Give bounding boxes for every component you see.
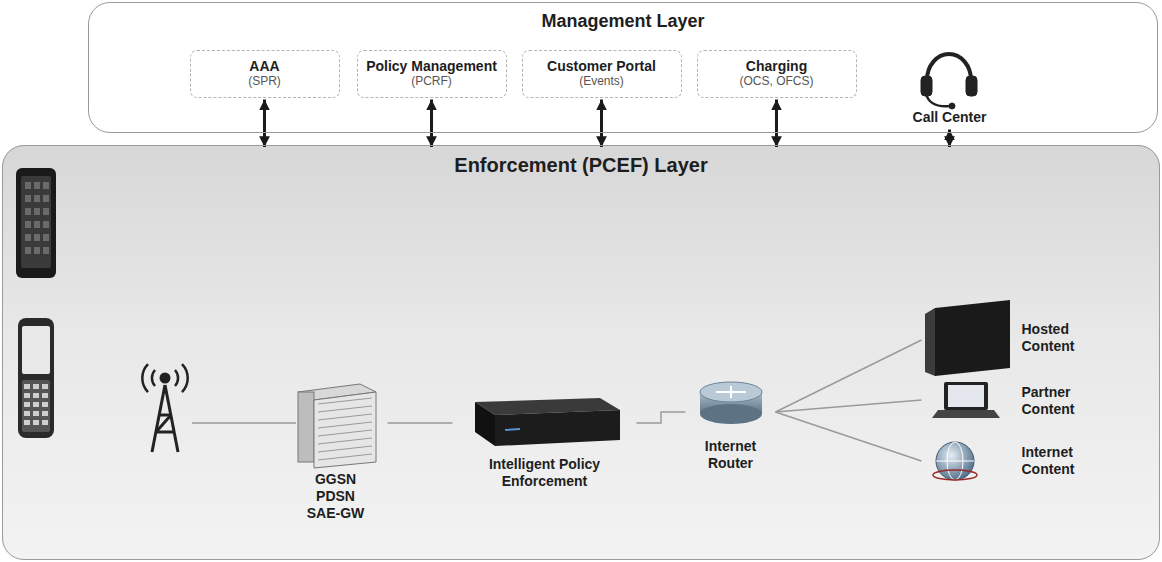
content-node: Hosted Content [924,298,1130,378]
radio-link [192,422,296,424]
antenna-tower [142,364,187,452]
interface-arrow [600,100,603,148]
phone-keys [24,182,49,425]
link-line [776,340,922,412]
management-ground [88,2,1158,133]
interface-arrow [775,100,778,148]
node-label: Internet Router [688,438,774,472]
node-label: Internet Content [1022,444,1122,478]
layer-band: Management LayerAAA(SPR) Policy Managemen… [88,2,1158,133]
node-detail: (Events) [579,74,624,89]
phone-icon [16,168,56,278]
node-label: Enforcement (PCEF) Layer [3,146,1159,177]
function-box: AAA(SPR) [190,50,340,98]
node-label: Partner Content [1022,384,1122,418]
laptop-icon [932,382,1000,418]
link-line [388,422,453,424]
content-node: Partner Content [924,380,1130,422]
node-label: Customer Portal [547,58,656,74]
interface-arrow [263,100,266,148]
router-icon [700,382,762,424]
layer-band: Enforcement (PCEF) LayerGGSN PDSN SAE-GW… [2,145,1160,560]
enforcement-appliance [475,398,620,446]
node-detail: (SPR) [248,74,281,89]
node-label: Call Center [913,109,987,126]
link-line [637,412,686,423]
node-label: AAA [249,58,279,74]
node-label: Management Layer [89,3,1157,32]
enforcement-ground [2,145,1160,560]
gateway-rack [298,384,376,468]
phone-icon [18,318,54,438]
call-center-node: Call Center [890,62,1010,128]
function-box: Charging(OCS, OFCS) [697,50,857,98]
node-label: Charging [746,58,807,74]
headset-icon [921,54,977,109]
link-line [776,412,922,461]
link-line [776,400,922,412]
server-icon [925,300,1010,376]
function-box: Customer Portal(Events) [522,50,682,98]
globe-icon [933,442,977,480]
content-node: Internet Content [924,436,1130,486]
node-label: Intelligent Policy Enforcement [455,456,635,490]
node-detail: (OCS, OFCS) [740,74,814,89]
device-node: Internet Router [688,378,774,474]
gateway-node: GGSN PDSN SAE-GW [286,382,386,524]
node-detail: (PCRF) [411,74,452,89]
node-label: Policy Management [366,58,497,74]
node-label: Hosted Content [1022,321,1122,355]
function-box: Policy Management(PCRF) [357,50,507,98]
node-label: GGSN PDSN SAE-GW [301,471,371,522]
interface-arrow [430,100,433,148]
device-node: Intelligent Policy Enforcement [455,394,635,492]
